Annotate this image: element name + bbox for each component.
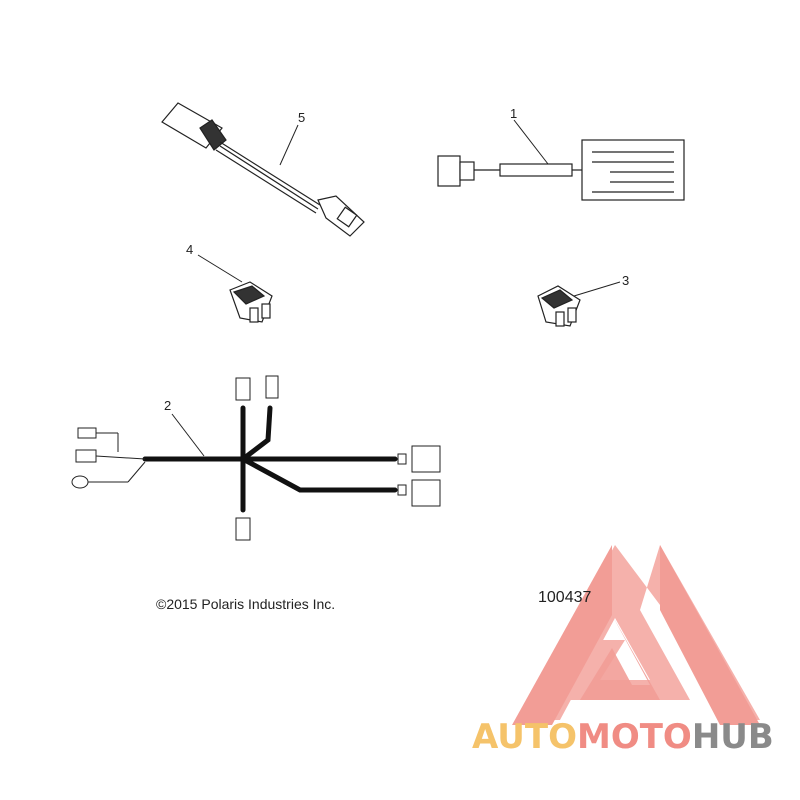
part-3-switch: [537, 285, 581, 327]
watermark-wordmark: AUTOMOTOHUB: [472, 717, 774, 757]
callout-2: 2: [164, 398, 171, 413]
part-1-harness: [437, 139, 685, 201]
watermark-moto: MOTO: [577, 717, 692, 757]
callout-3: 3: [622, 273, 629, 288]
callout-leader-4: [197, 254, 243, 283]
part-4-switch: [229, 281, 273, 323]
callout-leader-2: [171, 413, 205, 457]
callout-5: 5: [298, 110, 305, 125]
watermark-logo: [512, 545, 760, 725]
callout-4: 4: [186, 242, 193, 257]
part-number: 100437: [538, 589, 591, 606]
callout-leader-5: [279, 124, 299, 166]
callout-leader-1: [513, 119, 549, 165]
callout-leader-3: [573, 281, 621, 297]
part-5-cable: [161, 102, 365, 237]
watermark-auto: AUTO: [472, 717, 577, 757]
watermark-hub: HUB: [692, 717, 774, 757]
callout-1: 1: [510, 106, 517, 121]
svg-text:AUTOMOTOHUB: AUTOMOTOHUB: [472, 717, 774, 757]
copyright-text: ©2015 Polaris Industries Inc.: [156, 596, 335, 612]
part-2-main-harness: [71, 375, 441, 541]
